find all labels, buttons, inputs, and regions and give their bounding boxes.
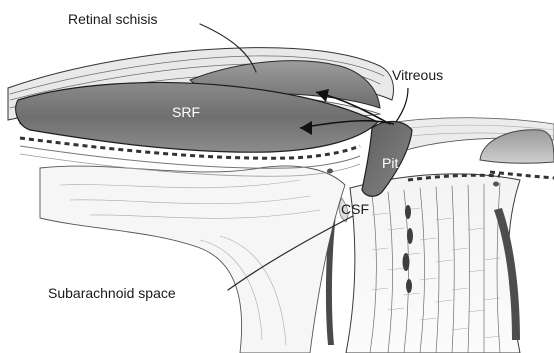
label-srf: SRF [172, 104, 200, 120]
label-retinal-schisis: Retinal schisis [68, 11, 157, 27]
label-pit: Pit [382, 155, 398, 171]
label-csf: CSF [341, 201, 369, 217]
label-vitreous: Vitreous [392, 67, 443, 83]
meningeal-sheath [40, 166, 348, 353]
label-subarachnoid-space: Subarachnoid space [48, 285, 176, 301]
retina-layers [8, 48, 394, 177]
